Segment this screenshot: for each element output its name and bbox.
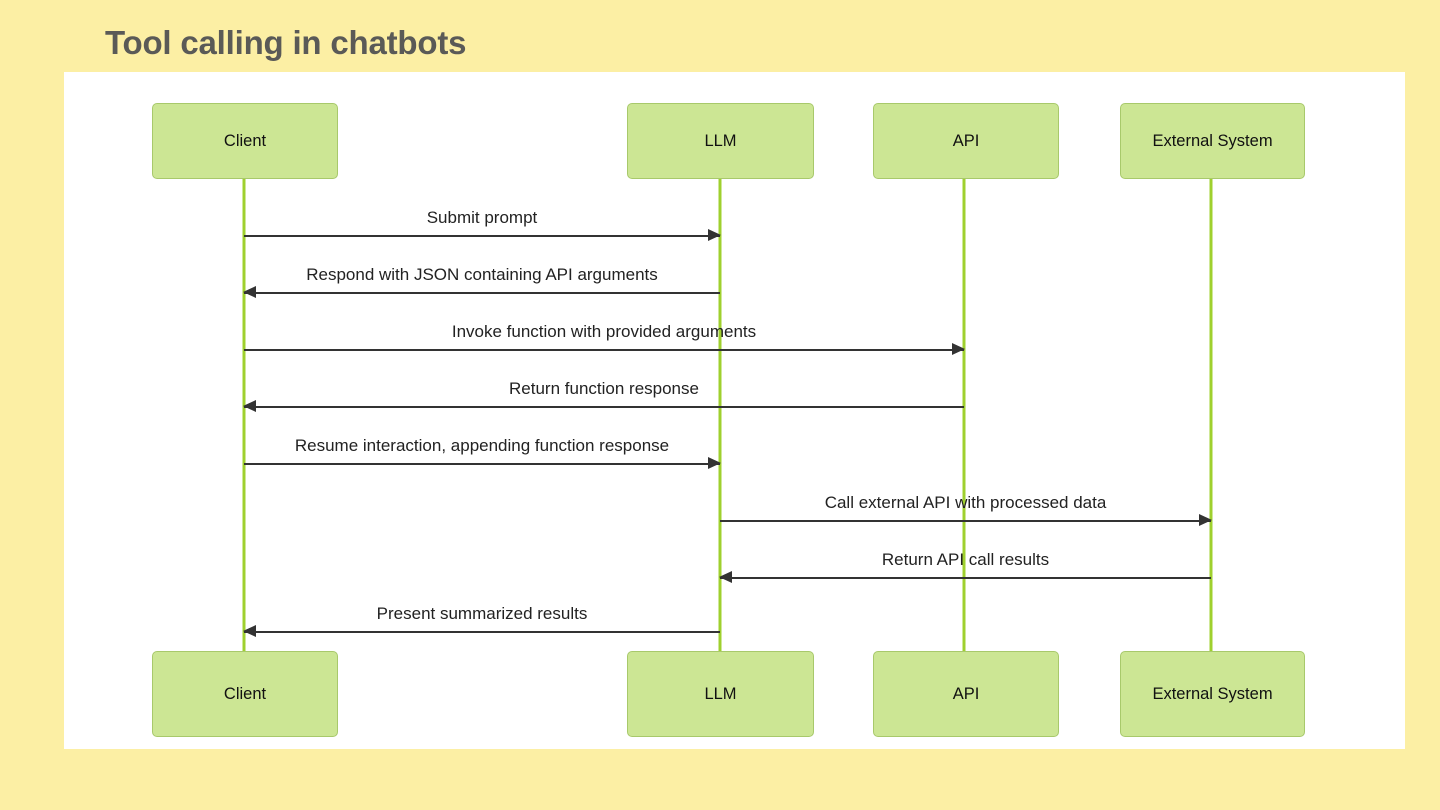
message-label: Call external API with processed data xyxy=(824,493,1107,513)
participant-box-client-top[interactable]: Client xyxy=(152,103,338,179)
message-line xyxy=(720,577,1211,579)
lifeline-llm xyxy=(718,110,722,712)
participant-box-external-bottom[interactable]: External System xyxy=(1120,651,1305,737)
arrowhead-left-icon xyxy=(243,286,256,298)
message-line xyxy=(244,235,720,237)
message-line xyxy=(244,349,964,351)
arrowhead-left-icon xyxy=(243,400,256,412)
lifeline-external xyxy=(1209,110,1213,712)
arrowhead-right-icon xyxy=(1199,514,1212,526)
arrowhead-right-icon xyxy=(708,457,721,469)
message-label: Respond with JSON containing API argumen… xyxy=(306,265,658,285)
arrowhead-right-icon xyxy=(708,229,721,241)
message-label: Resume interaction, appending function r… xyxy=(294,436,670,456)
diagram-canvas: Client LLM API External System Submit pr… xyxy=(64,72,1405,749)
participant-label: External System xyxy=(1152,131,1273,150)
participant-box-external-top[interactable]: External System xyxy=(1120,103,1305,179)
participant-label: LLM xyxy=(704,684,737,703)
message-line xyxy=(720,520,1211,522)
lifeline-api xyxy=(962,110,966,712)
message-line xyxy=(244,463,720,465)
message-line xyxy=(244,631,720,633)
message-line xyxy=(244,406,964,408)
participant-box-api-top[interactable]: API xyxy=(873,103,1059,179)
sequence-diagram: Client LLM API External System Submit pr… xyxy=(64,72,1405,749)
participant-box-api-bottom[interactable]: API xyxy=(873,651,1059,737)
participant-label: API xyxy=(952,684,980,703)
message-label: Present summarized results xyxy=(376,604,588,624)
participant-box-llm-bottom[interactable]: LLM xyxy=(627,651,814,737)
arrowhead-left-icon xyxy=(243,625,256,637)
message-label: Return function response xyxy=(509,379,699,399)
participant-box-llm-top[interactable]: LLM xyxy=(627,103,814,179)
message-label: Invoke function with provided arguments xyxy=(451,322,757,342)
message-line xyxy=(244,292,720,294)
participant-label: Client xyxy=(223,684,267,703)
participant-box-client-bottom[interactable]: Client xyxy=(152,651,338,737)
arrowhead-right-icon xyxy=(952,343,965,355)
message-label: Submit prompt xyxy=(426,208,538,228)
participant-label: API xyxy=(952,131,980,150)
page-title: Tool calling in chatbots xyxy=(105,24,467,61)
arrowhead-left-icon xyxy=(719,571,732,583)
message-label: Return API call results xyxy=(881,550,1050,570)
participant-label: Client xyxy=(223,131,267,150)
participant-label: External System xyxy=(1152,684,1273,703)
participant-label: LLM xyxy=(704,131,737,150)
